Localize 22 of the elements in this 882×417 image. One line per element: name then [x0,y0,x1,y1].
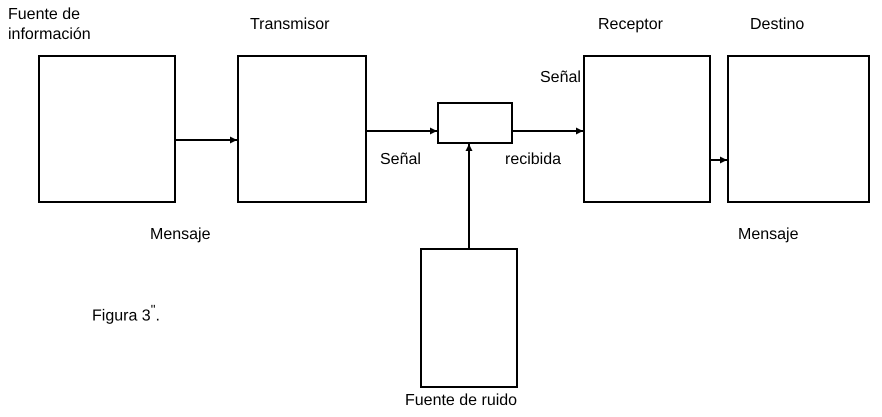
channel-box [437,102,513,144]
block-label: Transmisor [250,15,330,35]
block-box [237,55,367,203]
signal-label: Mensaje [150,225,210,245]
arrow [711,156,727,164]
figure-caption: Figura 3$^{"}$. [92,301,160,326]
signal-label: Mensaje [738,225,798,245]
block-label: Receptor [598,15,664,35]
arrow [466,144,472,248]
signal-label: recibida [505,150,562,170]
signal-label: Señal [540,68,581,88]
arrow [176,136,237,144]
arrow [367,128,437,134]
signal-label: Señal [380,150,421,170]
block-box [583,55,711,203]
block-label: Destino [750,15,806,35]
block-box [420,248,518,388]
block-label: Fuente de ruido [405,391,518,411]
block-box [38,55,176,203]
block-label: Fuente de información [8,5,92,45]
arrow [513,128,583,134]
block-box [727,55,870,203]
